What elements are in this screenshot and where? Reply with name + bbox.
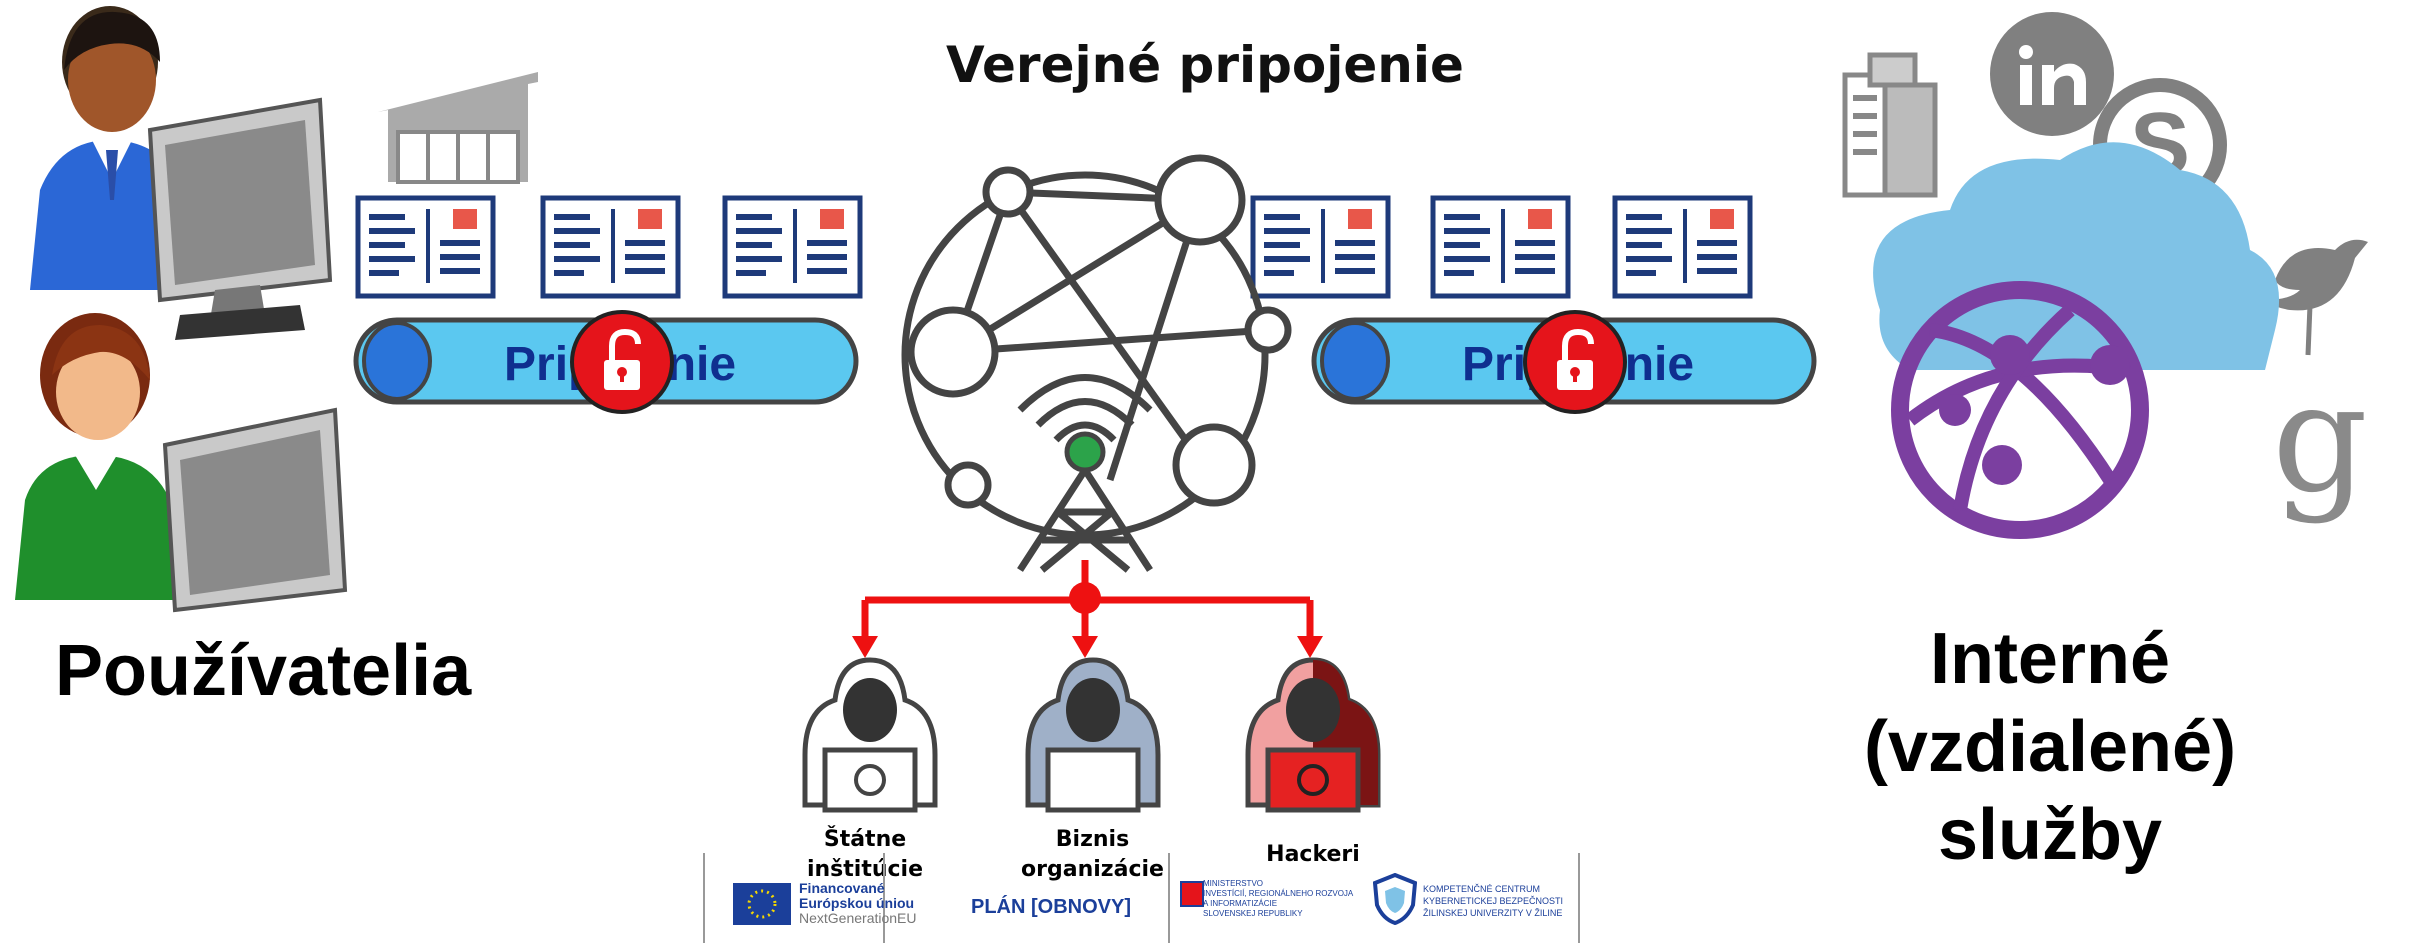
- linkedin-icon: [1990, 12, 2114, 136]
- plan-obnovy-logo: PLÁN [OBNOVY]: [971, 896, 1132, 918]
- cloud-globe-icon: [1873, 142, 2280, 539]
- data-packet-icon: [1612, 195, 1753, 299]
- packets-left: [355, 195, 863, 299]
- observer-label-hackers: Hackeri: [1266, 842, 1360, 867]
- eu-flag-icon: [733, 883, 791, 925]
- state-hacker-icon: [802, 657, 938, 813]
- tunnel-right: Pripojenie: [1311, 310, 1817, 414]
- warehouse-icon: [378, 72, 538, 184]
- services-illustration: S g: [1842, 12, 2368, 539]
- data-packet-icon: [355, 195, 496, 299]
- sk-coat-of-arms-icon: [1180, 881, 1204, 907]
- users-illustration: [15, 6, 348, 613]
- monitor-icon: [162, 407, 348, 613]
- public-network-icon: [901, 154, 1292, 573]
- biohazard-icon: [854, 764, 886, 796]
- monitor-icon: [147, 97, 333, 340]
- twitter-icon: [2265, 239, 2368, 356]
- arrow-down-icon: [852, 636, 878, 658]
- data-packet-icon: [540, 195, 681, 299]
- services-label: Interné (vzdialené) služby: [1863, 619, 2237, 875]
- user-female-icon: [15, 313, 180, 600]
- svg-text:g: g: [2272, 352, 2368, 526]
- diagram-title: Verejné pripojenie: [946, 36, 1464, 94]
- biohazard-icon: [1297, 764, 1329, 796]
- building-icon: [1842, 52, 1938, 198]
- packets-right: [1250, 195, 1753, 299]
- data-packet-icon: [1250, 195, 1391, 299]
- antenna-icon: [1017, 374, 1153, 573]
- arrow-down-icon: [1297, 636, 1323, 658]
- shield-icon: [1373, 873, 1417, 925]
- business-hacker-icon: [1025, 657, 1161, 813]
- eavesdrop-arrows: [852, 560, 1323, 658]
- data-packet-icon: [1430, 195, 1571, 299]
- arrow-down-icon: [1072, 636, 1098, 658]
- unlocked-padlock-icon: [1523, 310, 1627, 414]
- criminal-hacker-icon: [1245, 657, 1381, 813]
- tunnel-left: Pripojenie: [353, 310, 859, 414]
- data-packet-icon: [722, 195, 863, 299]
- unlocked-padlock-icon: [570, 310, 674, 414]
- users-label: Používatelia: [55, 631, 472, 711]
- google-icon: g: [2272, 352, 2368, 526]
